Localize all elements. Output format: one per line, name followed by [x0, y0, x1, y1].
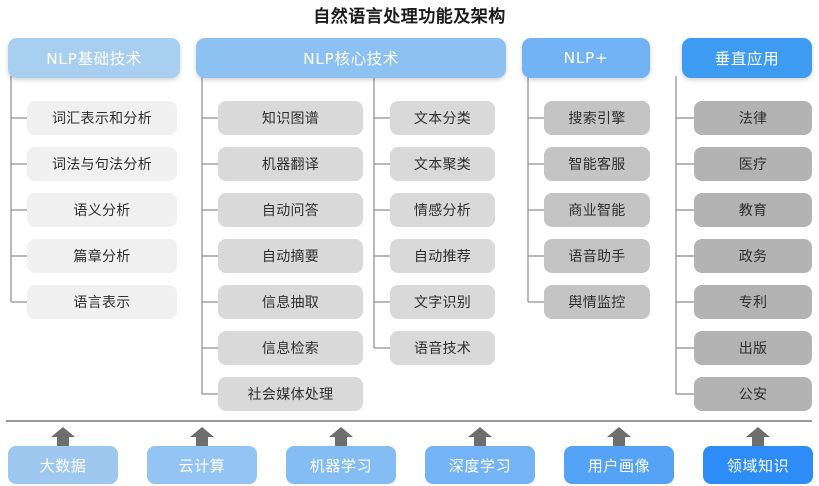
node-nlp-plus-0-4[interactable]: 舆情监控: [544, 285, 650, 319]
node-nlp-core-1-5[interactable]: 语音技术: [390, 331, 495, 365]
node-nlp-core-1-3[interactable]: 自动推荐: [390, 239, 495, 273]
node-nlp-basic-0-1[interactable]: 词法与句法分析: [27, 147, 177, 181]
node-nlp-basic-0-3[interactable]: 篇章分析: [27, 239, 177, 273]
node-vertical-app-0-3[interactable]: 政务: [694, 239, 812, 273]
column-header-nlp-plus[interactable]: NLP+: [522, 38, 650, 78]
up-arrow-icon-2: [328, 427, 354, 446]
node-nlp-core-1-0[interactable]: 文本分类: [390, 101, 495, 135]
up-arrow-icon-3: [467, 427, 493, 446]
foundation-box-0[interactable]: 大数据: [8, 446, 118, 484]
up-arrow-icon-5: [745, 427, 771, 446]
node-nlp-core-0-1[interactable]: 机器翻译: [218, 147, 363, 181]
node-vertical-app-0-4[interactable]: 专利: [694, 285, 812, 319]
foundation-box-3[interactable]: 深度学习: [425, 446, 535, 484]
column-header-nlp-basic[interactable]: NLP基础技术: [8, 38, 180, 78]
node-nlp-plus-0-3[interactable]: 语音助手: [544, 239, 650, 273]
foundation-separator: [6, 420, 812, 422]
up-arrow-icon-0: [50, 427, 76, 446]
column-header-vertical-app[interactable]: 垂直应用: [682, 38, 812, 78]
foundation-box-1[interactable]: 云计算: [147, 446, 257, 484]
node-nlp-core-0-4[interactable]: 信息抽取: [218, 285, 363, 319]
node-nlp-core-1-4[interactable]: 文字识别: [390, 285, 495, 319]
page-title: 自然语言处理功能及架构: [313, 7, 506, 27]
node-nlp-core-0-6[interactable]: 社会媒体处理: [218, 377, 363, 411]
node-nlp-basic-0-2[interactable]: 语义分析: [27, 193, 177, 227]
node-nlp-core-0-5[interactable]: 信息检索: [218, 331, 363, 365]
node-nlp-basic-0-4[interactable]: 语言表示: [27, 285, 177, 319]
node-nlp-plus-0-2[interactable]: 商业智能: [544, 193, 650, 227]
node-nlp-plus-0-1[interactable]: 智能客服: [544, 147, 650, 181]
node-nlp-core-0-0[interactable]: 知识图谱: [218, 101, 363, 135]
node-vertical-app-0-6[interactable]: 公安: [694, 377, 812, 411]
column-header-nlp-core[interactable]: NLP核心技术: [196, 38, 506, 78]
node-nlp-core-1-2[interactable]: 情感分析: [390, 193, 495, 227]
node-vertical-app-0-0[interactable]: 法律: [694, 101, 812, 135]
foundation-box-4[interactable]: 用户画像: [564, 446, 674, 484]
node-vertical-app-0-1[interactable]: 医疗: [694, 147, 812, 181]
foundation-box-2[interactable]: 机器学习: [286, 446, 396, 484]
node-vertical-app-0-2[interactable]: 教育: [694, 193, 812, 227]
node-nlp-core-1-1[interactable]: 文本聚类: [390, 147, 495, 181]
node-vertical-app-0-5[interactable]: 出版: [694, 331, 812, 365]
up-arrow-icon-4: [606, 427, 632, 446]
up-arrow-icon-1: [189, 427, 215, 446]
node-nlp-plus-0-0[interactable]: 搜索引擎: [544, 101, 650, 135]
node-nlp-core-0-2[interactable]: 自动问答: [218, 193, 363, 227]
foundation-box-5[interactable]: 领域知识: [703, 446, 813, 484]
node-nlp-core-0-3[interactable]: 自动摘要: [218, 239, 363, 273]
node-nlp-basic-0-0[interactable]: 词汇表示和分析: [27, 101, 177, 135]
